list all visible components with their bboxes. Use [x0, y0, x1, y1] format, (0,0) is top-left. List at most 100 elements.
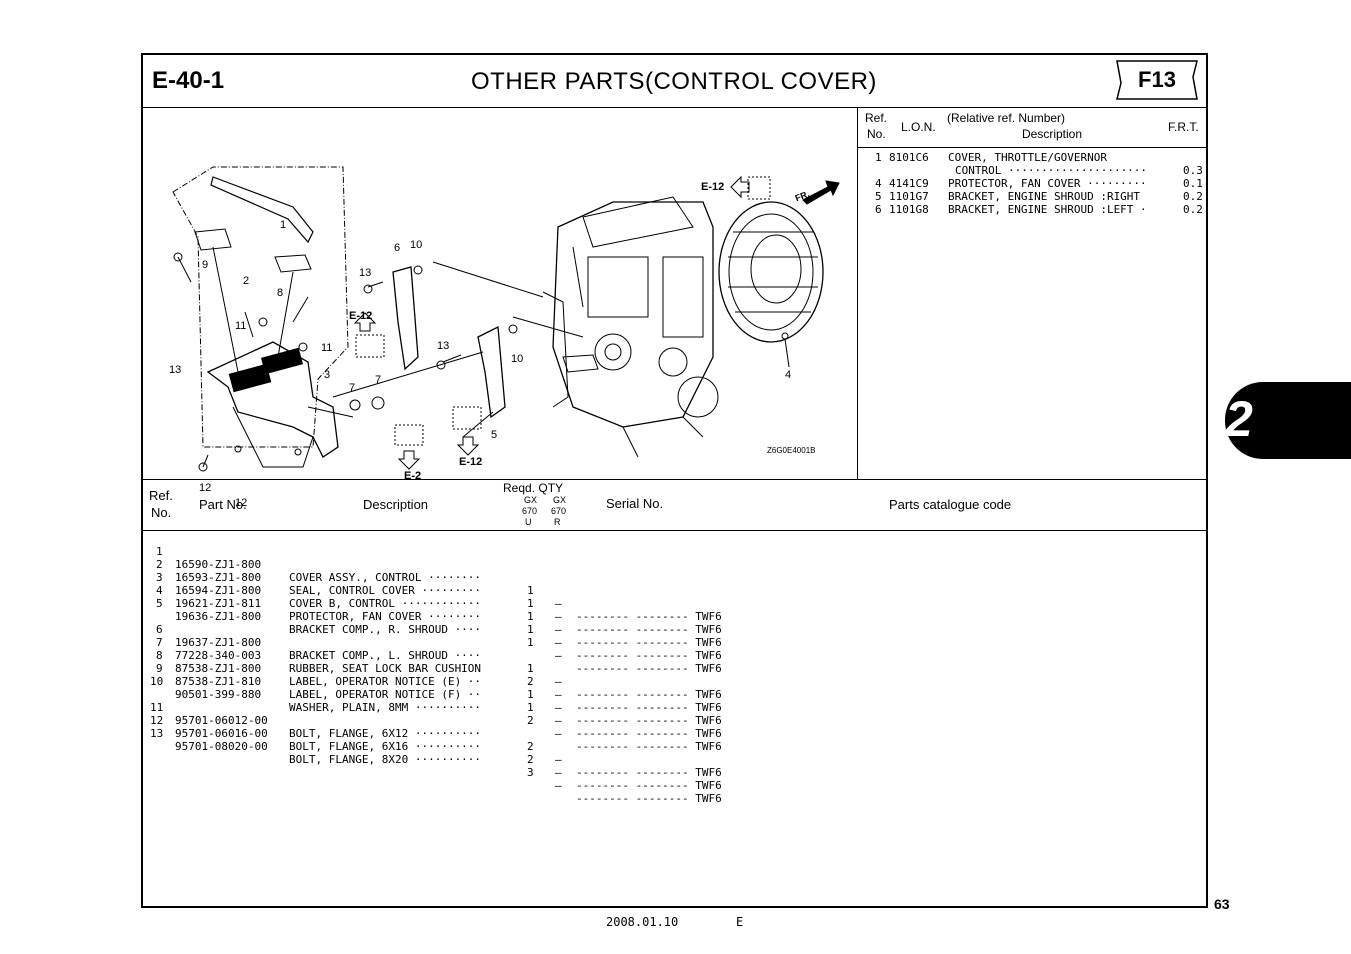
- table-row: 1 16590-ZJ1-800 COVER ASSY., CONTROL ···…: [143, 532, 722, 623]
- figure-badge: F13: [1113, 59, 1201, 101]
- row-part-no: 77228-340-003: [175, 649, 262, 662]
- parts-header-gx-r: GX: [553, 495, 567, 505]
- parts-header-r: R: [554, 517, 561, 527]
- row-qty-r: –: [555, 727, 562, 740]
- row-qty-r: –: [555, 779, 562, 792]
- callout-3: 3: [324, 369, 331, 381]
- table-row: 9 87538-ZJ1-810 LABEL, OPERATOR NOTICE (…: [143, 649, 722, 740]
- parts-header-670-r: 670: [551, 506, 567, 516]
- callout-4: 4: [785, 369, 792, 381]
- row-ref: 6: [156, 623, 163, 636]
- table-row: 4 19621-ZJ1-811 PROTECTOR, FAN COVER ···…: [143, 571, 722, 662]
- ref-desc-cont: CONTROL ·····················: [955, 164, 1148, 177]
- row-serial: -------- -------- TWF6: [576, 766, 722, 779]
- table-row: 13 95701-08020-00 BOLT, FLANGE, 8X20 ···…: [143, 714, 722, 805]
- row-ref: 2: [156, 558, 163, 571]
- callout-13a: 13: [169, 364, 182, 376]
- ref-no: 6: [875, 203, 882, 216]
- parts-header-part-no: Part No.: [199, 497, 247, 512]
- row-description: WASHER, PLAIN, 8MM ··········: [289, 701, 482, 714]
- ref-header-no: No.: [867, 127, 886, 141]
- row-description: RUBBER, SEAT LOCK BAR CUSHION: [289, 662, 482, 675]
- row-serial: -------- -------- TWF6: [576, 649, 722, 662]
- row-part-no: 95701-06012-00: [175, 714, 268, 727]
- row-part-no: 19636-ZJ1-800: [175, 610, 262, 623]
- ref-no: 1: [875, 151, 882, 164]
- callout-12a: 12: [199, 482, 212, 494]
- diagram-drawing: [172, 166, 840, 472]
- row-serial: -------- -------- TWF6: [576, 714, 722, 727]
- ref-desc: COVER, THROTTLE/GOVERNOR: [948, 151, 1107, 164]
- row-serial: -------- -------- TWF6: [576, 792, 722, 805]
- row-description: COVER ASSY., CONTROL ········: [289, 571, 482, 584]
- row-qty-u: 2: [527, 714, 534, 727]
- row-qty-r: –: [555, 636, 562, 649]
- callout-6: 6: [394, 242, 401, 254]
- ref-frt: 0.2: [1183, 190, 1203, 203]
- row-qty-u: 2: [527, 740, 534, 753]
- parts-table-header: Ref. No. Part No. Description Reqd. QTY …: [143, 479, 1206, 531]
- row-serial: -------- -------- TWF6: [576, 740, 722, 753]
- exploded-diagram: 1 2 3 4 5 6 7 7 8 9 10 10 11 11 12 12 13…: [143, 107, 858, 509]
- ref-lon: 8101C6: [889, 151, 929, 164]
- figure-number: F13: [1138, 67, 1176, 92]
- parts-header-reqd-qty: Reqd. QTY: [503, 481, 564, 495]
- row-qty-u: 1: [527, 662, 534, 675]
- callout-11a: 11: [235, 320, 247, 332]
- row-qty-r: –: [555, 701, 562, 714]
- page-header: E-40-1 OTHER PARTS(CONTROL COVER) F13: [143, 55, 1206, 108]
- ref-number-panel: Ref. No. L.O.N. (Relative ref. Number) D…: [858, 107, 1208, 479]
- row-qty-r: –: [555, 649, 562, 662]
- parts-header-serial: Serial No.: [606, 496, 664, 511]
- row-description: LABEL, OPERATOR NOTICE (E) ··: [289, 675, 482, 688]
- row-ref: 7: [156, 636, 163, 649]
- catalog-page-frame: E-40-1 OTHER PARTS(CONTROL COVER) F13: [141, 53, 1208, 908]
- row-serial: -------- -------- TWF6: [576, 779, 722, 792]
- ref-desc: BRACKET, ENGINE SHROUD :LEFT ·: [948, 203, 1147, 216]
- ref-lon: 1101G7: [889, 190, 929, 203]
- row-part-no: 19621-ZJ1-811: [175, 597, 262, 610]
- figure-badge-shape: [1116, 60, 1198, 100]
- row-part-no: 95701-06016-00: [175, 727, 268, 740]
- row-serial: -------- -------- TWF6: [576, 701, 722, 714]
- callout-5: 5: [491, 429, 498, 441]
- row-serial: -------- -------- TWF6: [576, 610, 722, 623]
- row-qty-r: –: [555, 753, 562, 766]
- row-ref: 3: [156, 571, 163, 584]
- section-code: E-40-1: [152, 67, 225, 94]
- ref-header-description: Description: [1022, 127, 1083, 141]
- ref-frt: 0.1: [1183, 177, 1203, 190]
- row-qty-u: 1: [527, 688, 534, 701]
- row-description: BOLT, FLANGE, 6X12 ··········: [289, 727, 482, 740]
- parts-header-catalogue: Parts catalogue code: [889, 497, 1012, 512]
- row-ref: 1: [156, 545, 163, 558]
- row-qty-r: –: [555, 688, 562, 701]
- row-part-no: 90501-399-880: [175, 688, 262, 701]
- ref-no: 5: [875, 190, 882, 203]
- row-part-no: 95701-08020-00: [175, 740, 268, 753]
- row-ref: 11: [150, 701, 164, 714]
- ref-frt: 0.2: [1183, 203, 1203, 216]
- row-description: BOLT, FLANGE, 8X20 ··········: [289, 753, 482, 766]
- parts-header-gx-u: GX: [524, 495, 538, 505]
- table-row: 10 90501-399-880 WASHER, PLAIN, 8MM ····…: [143, 662, 722, 753]
- ref-desc: BRACKET, ENGINE SHROUD :RIGHT: [948, 190, 1141, 203]
- row-serial: -------- -------- TWF6: [576, 727, 722, 740]
- callout-13c: 13: [437, 340, 450, 352]
- row-serial: -------- -------- TWF6: [576, 688, 722, 701]
- row-ref: 8: [156, 649, 163, 662]
- row-qty-r: –: [555, 623, 562, 636]
- row-qty-r: –: [555, 714, 562, 727]
- row-serial: -------- -------- TWF6: [576, 623, 722, 636]
- ref-e12-left: E-12: [349, 310, 373, 322]
- row-qty-u: 1: [527, 584, 534, 597]
- row-qty-r: –: [555, 610, 562, 623]
- ref-header-ref: Ref.: [865, 111, 888, 125]
- footer-language: E: [736, 915, 744, 929]
- table-row: 7 77228-340-003 RUBBER, SEAT LOCK BAR CU…: [143, 623, 722, 714]
- callout-7b: 7: [375, 374, 382, 386]
- row-qty-u: 3: [527, 766, 534, 779]
- table-row: 2 16593-ZJ1-800 SEAL, CONTROL COVER ····…: [143, 545, 722, 636]
- row-qty-u: 1: [527, 597, 534, 610]
- row-ref: 9: [156, 662, 163, 675]
